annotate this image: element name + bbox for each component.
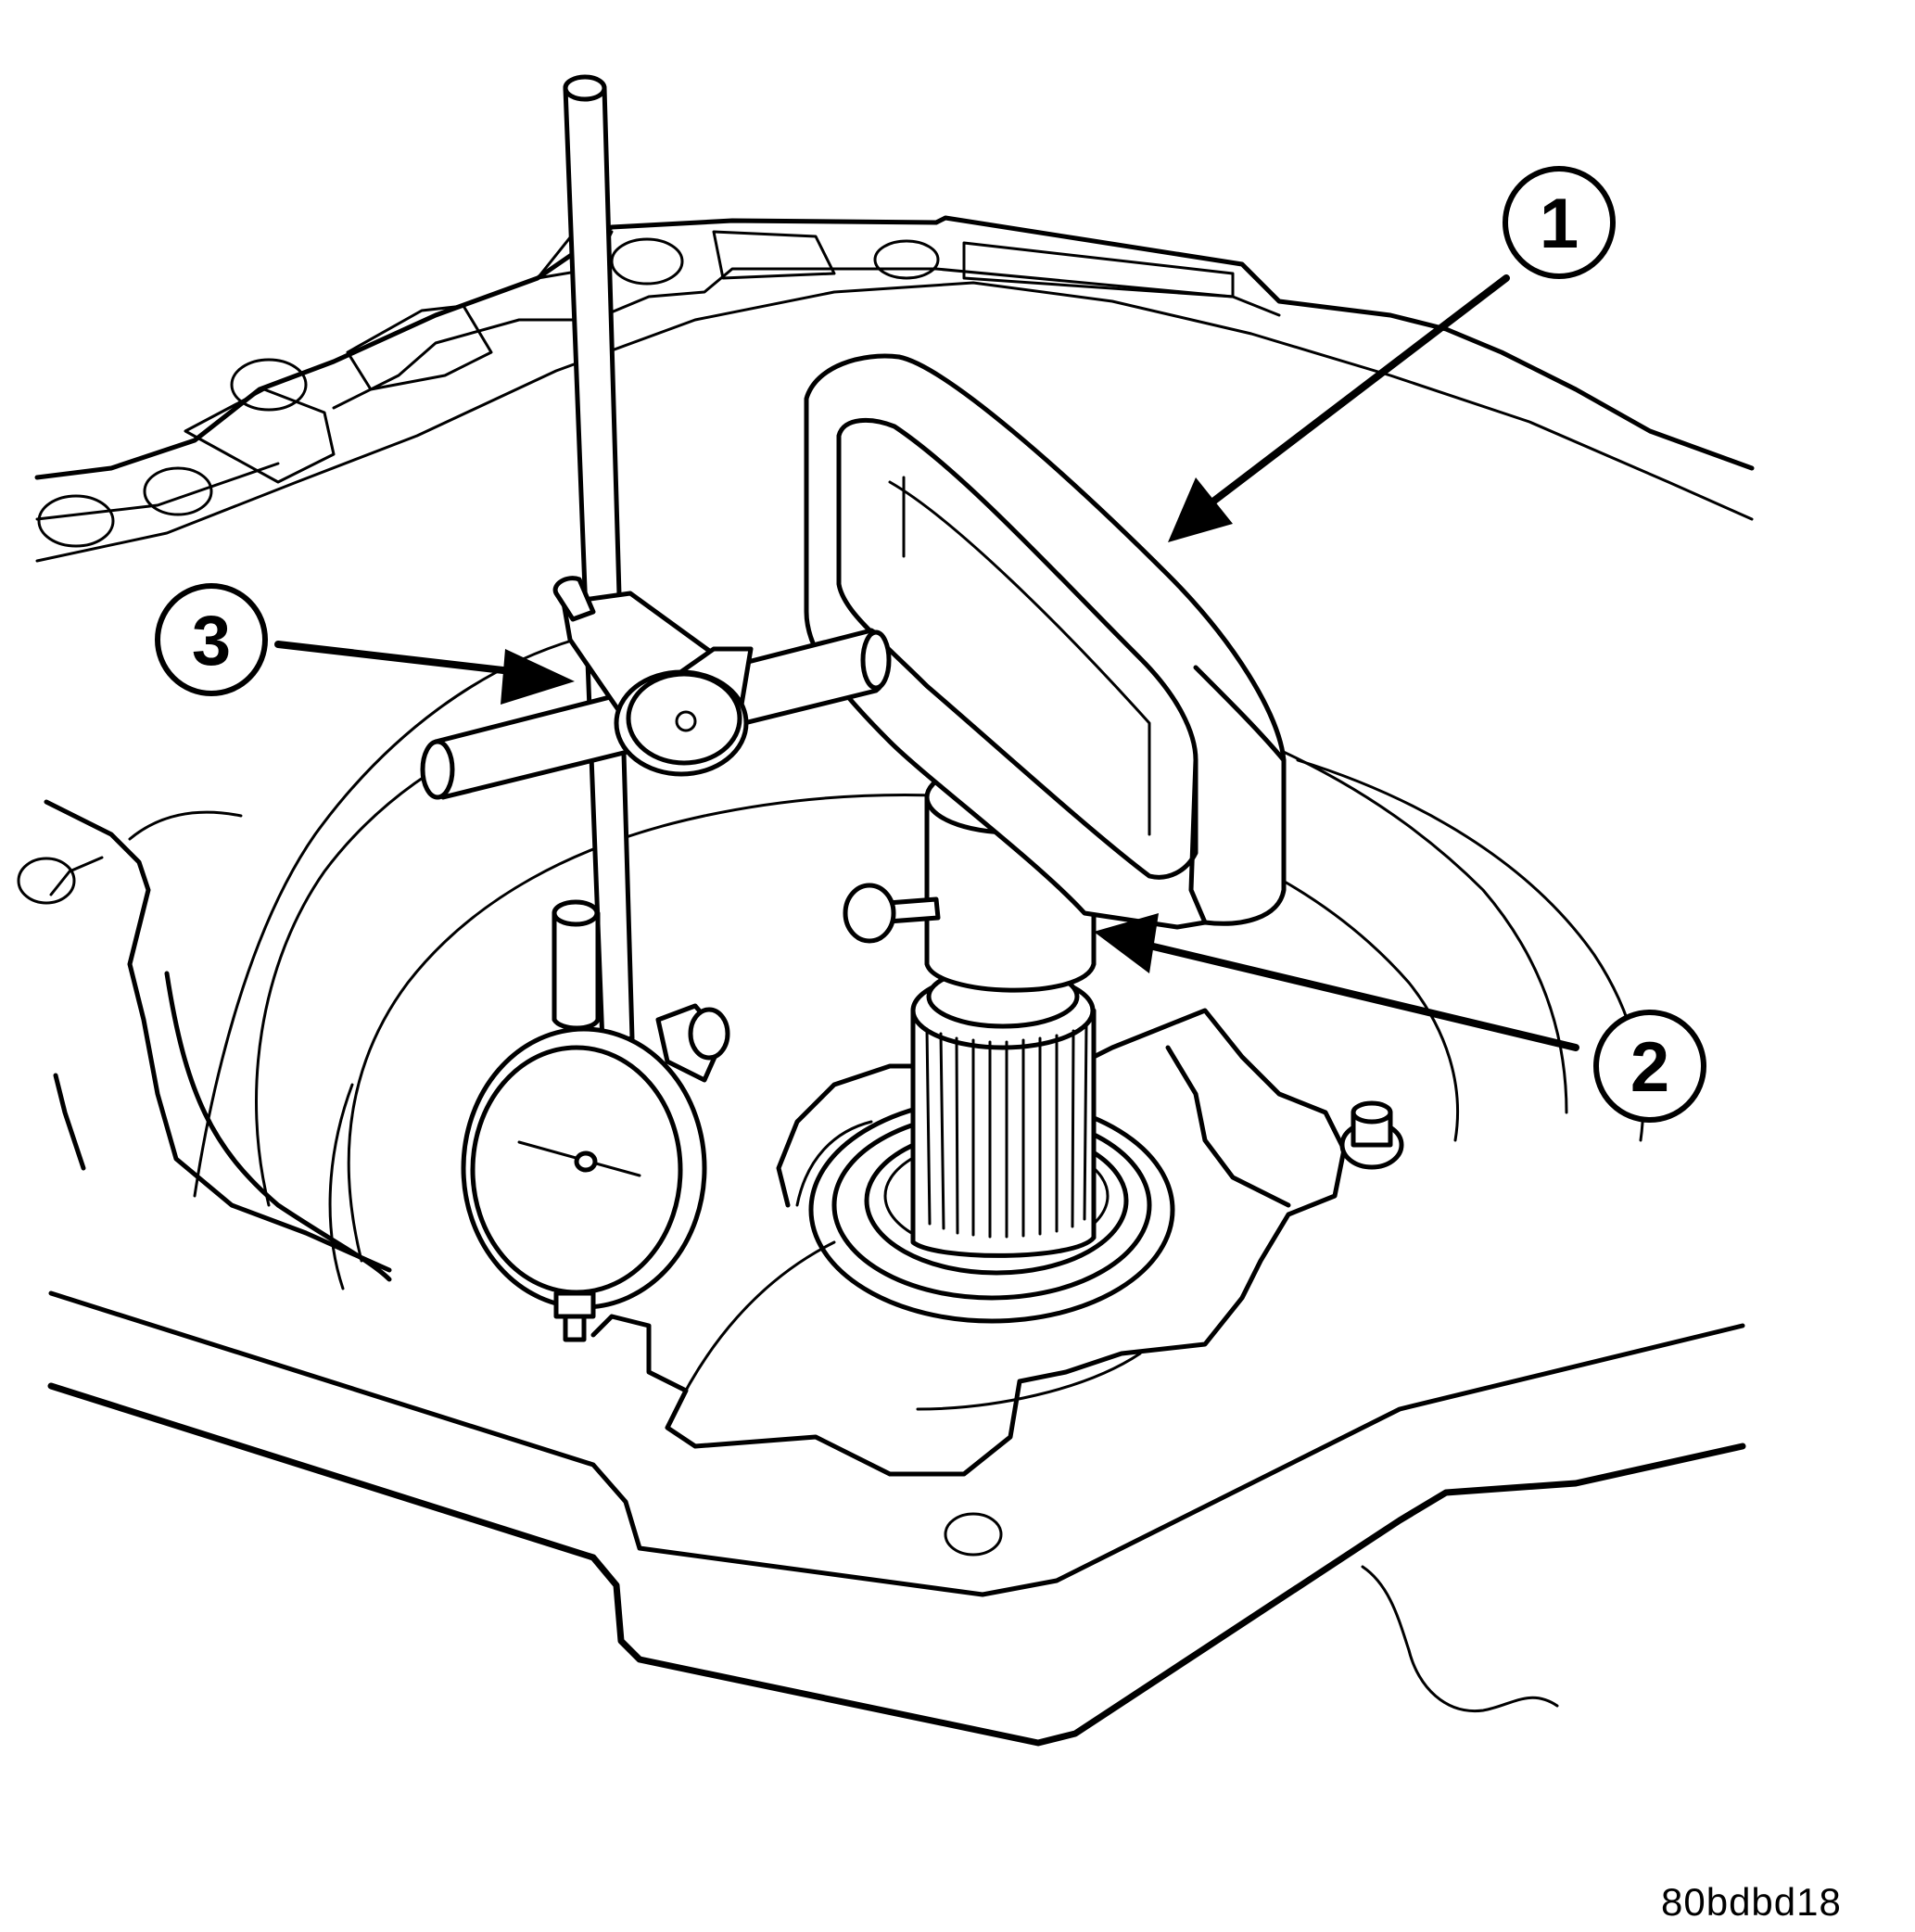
callout-arrows [274, 274, 1579, 1051]
callout-2: 2 [1593, 1010, 1706, 1123]
arrowhead-3 [501, 649, 575, 705]
leader-line-2 [1146, 942, 1579, 1051]
leader-line-1 [1211, 274, 1510, 504]
case-left-lobe [17, 638, 577, 1282]
splined-input-shaft [910, 964, 1097, 1258]
arrowhead-1 [1168, 477, 1233, 542]
case-lower-outline [47, 1290, 1746, 1747]
callout-3: 3 [155, 583, 268, 696]
arrowhead-2 [1094, 913, 1159, 973]
tool-handle [804, 353, 1287, 930]
callout-number-1: 1 [1540, 184, 1579, 263]
callout-number-3: 3 [192, 602, 231, 680]
leader-line-3 [274, 641, 523, 676]
callout-number-2: 2 [1630, 1028, 1669, 1107]
indicator-stand [420, 74, 892, 1046]
dial-indicator [461, 899, 730, 1342]
callout-1: 1 [1503, 166, 1616, 279]
figure-id-label: 80bdbd18 [1661, 1880, 1842, 1924]
